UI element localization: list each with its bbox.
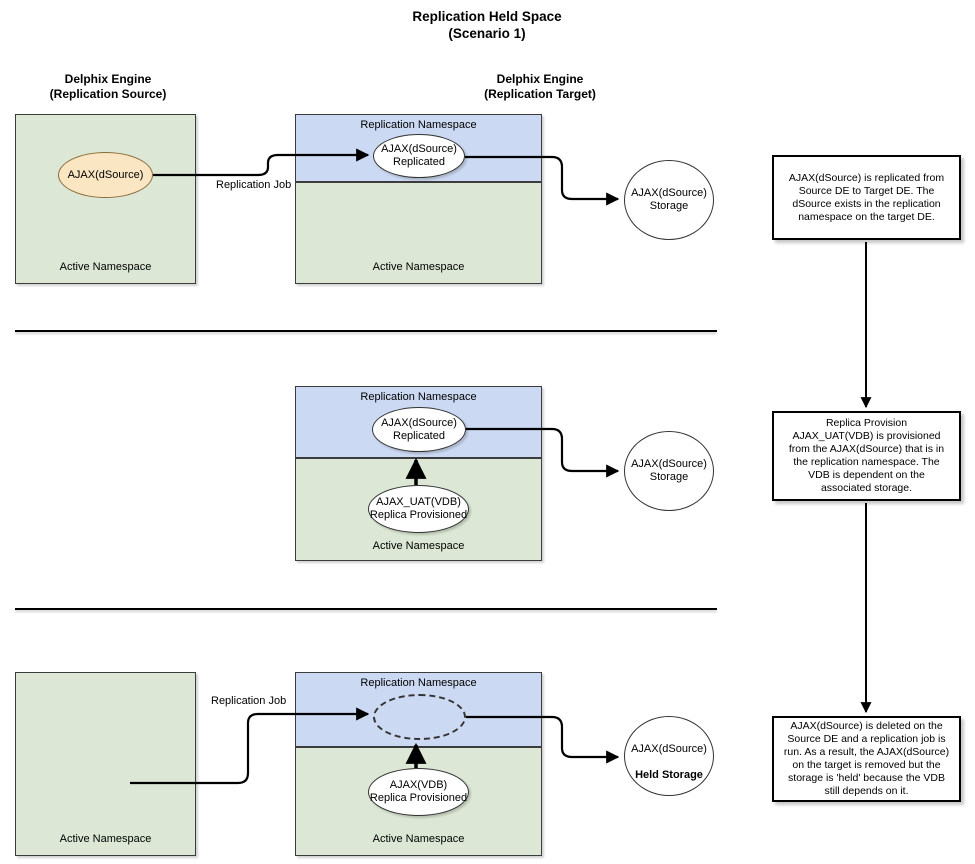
section-divider-1 bbox=[15, 330, 717, 332]
row-3-note: AJAX(dSource) is deleted on the Source D… bbox=[772, 716, 961, 802]
row-3-replication-job-label: Replication Job bbox=[211, 695, 287, 707]
section-divider-2 bbox=[15, 608, 717, 610]
row-3-storage-line-2: Held Storage bbox=[635, 769, 703, 781]
row-1-replicated-node[interactable]: AJAX(dSource) Replicated bbox=[373, 134, 465, 178]
row-1-storage-node[interactable]: AJAX(dSource) Storage bbox=[624, 160, 714, 240]
column-title-source: Delphix Engine (Replication Source) bbox=[49, 72, 167, 101]
row-1-note: AJAX(dSource) is replicated from Source … bbox=[772, 155, 961, 240]
row-1-target-namespace-label: Active Namespace bbox=[372, 261, 465, 273]
page-title: Replication Held Space (Scenario 1) bbox=[412, 9, 562, 41]
column-title-target: Delphix Engine (Replication Target) bbox=[484, 72, 596, 101]
row-3-removed-replicated-node bbox=[373, 694, 466, 740]
row-3-storage-line-1: AJAX(dSource) bbox=[631, 743, 707, 755]
row-1-source-namespace-label: Active Namespace bbox=[59, 261, 152, 273]
row-3-storage-node[interactable]: AJAX(dSource) Held Storage bbox=[624, 716, 714, 796]
row-3-replication-namespace-label: Replication Namespace bbox=[360, 677, 477, 689]
row-1-replication-namespace-label: Replication Namespace bbox=[360, 119, 477, 131]
row-1-dsource-node[interactable]: AJAX(dSource) bbox=[58, 152, 153, 198]
row-2-note: Replica Provision AJAX_UAT(VDB) is provi… bbox=[772, 411, 961, 501]
row-2-target-namespace-label: Active Namespace bbox=[372, 540, 465, 552]
row-2-provisioned-node[interactable]: AJAX_UAT(VDB) Replica Provisioned bbox=[368, 485, 469, 533]
row-1-replication-job-label: Replication Job bbox=[216, 179, 292, 191]
row-1-target-active-namespace: Active Namespace bbox=[295, 182, 542, 284]
row-1-source-active-namespace: Active Namespace bbox=[15, 114, 196, 284]
row-3-target-namespace-label: Active Namespace bbox=[372, 833, 465, 845]
row-3-provisioned-node[interactable]: AJAX(VDB) Replica Provisioned bbox=[368, 768, 469, 816]
row-2-storage-node[interactable]: AJAX(dSource) Storage bbox=[624, 431, 714, 511]
row-3-source-active-namespace: Active Namespace bbox=[15, 672, 196, 856]
row-2-replicated-node[interactable]: AJAX(dSource) Replicated bbox=[372, 407, 466, 452]
row-3-source-namespace-label: Active Namespace bbox=[59, 833, 152, 845]
row-2-replication-namespace-label: Replication Namespace bbox=[360, 391, 477, 403]
